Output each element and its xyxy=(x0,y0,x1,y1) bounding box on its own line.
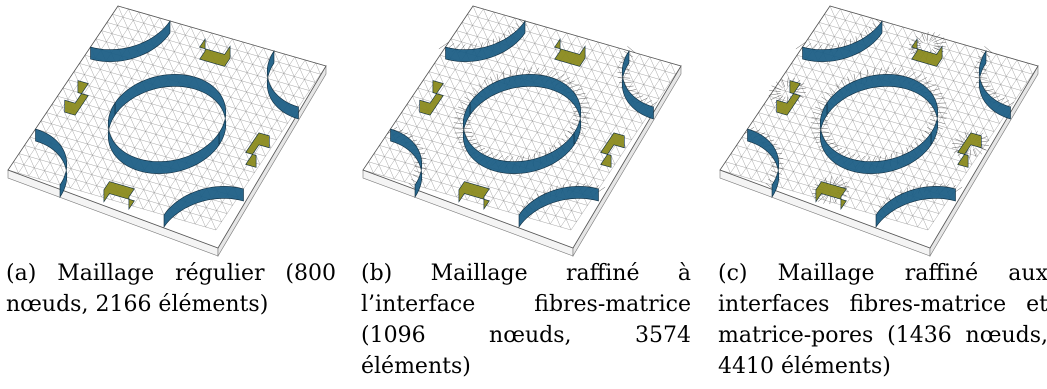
figure-panel-a: (a) Maillage régulier (800 nœuds, 2166 é… xyxy=(0,0,340,389)
pore-left xyxy=(419,80,444,116)
figure-panel-b: (b) Maillage raffiné à l’interface fibre… xyxy=(355,0,695,389)
caption-b: (b) Maillage raffiné à l’interface fibre… xyxy=(361,261,691,379)
mesh-image-c xyxy=(719,5,1039,258)
figure-panel-c: (c) Maillage raffiné aux interfaces fibr… xyxy=(712,0,1047,389)
fiber-corner-right xyxy=(266,49,299,120)
pore-bottom xyxy=(103,181,135,210)
fiber-corner-bottom xyxy=(163,186,244,228)
pore-top xyxy=(199,38,231,67)
fiber-center-front xyxy=(462,101,575,174)
fiber-center-front xyxy=(107,101,220,174)
caption-c: (c) Maillage raffiné aux interfaces fibr… xyxy=(718,261,1047,379)
fiber-corner-bottom xyxy=(518,186,599,228)
fiber-corner-top xyxy=(90,20,171,62)
pore-top xyxy=(554,38,586,67)
pore-bottom xyxy=(458,181,490,210)
fiber-corner-right xyxy=(621,49,654,120)
fiber-corner-right xyxy=(978,49,1011,120)
fiber-corner-left xyxy=(747,128,780,199)
pore-left xyxy=(64,80,89,116)
fiber-corner-bottom xyxy=(875,186,956,228)
fiber-corner-top xyxy=(802,20,883,62)
pore-left xyxy=(776,80,801,116)
fiber-corner-top xyxy=(445,20,526,62)
fiber-corner-left xyxy=(35,128,68,199)
pore-top xyxy=(911,38,943,67)
pore-right xyxy=(245,132,270,168)
mesh-image-a xyxy=(7,5,327,258)
fiber-corner-left xyxy=(390,128,423,199)
caption-a: (a) Maillage régulier (800 nœuds, 2166 é… xyxy=(6,261,336,317)
pore-bottom xyxy=(815,181,847,210)
fiber-center-front xyxy=(819,101,932,174)
pore-right xyxy=(600,132,625,168)
pore-right xyxy=(957,132,982,168)
mesh-image-b xyxy=(362,5,682,258)
